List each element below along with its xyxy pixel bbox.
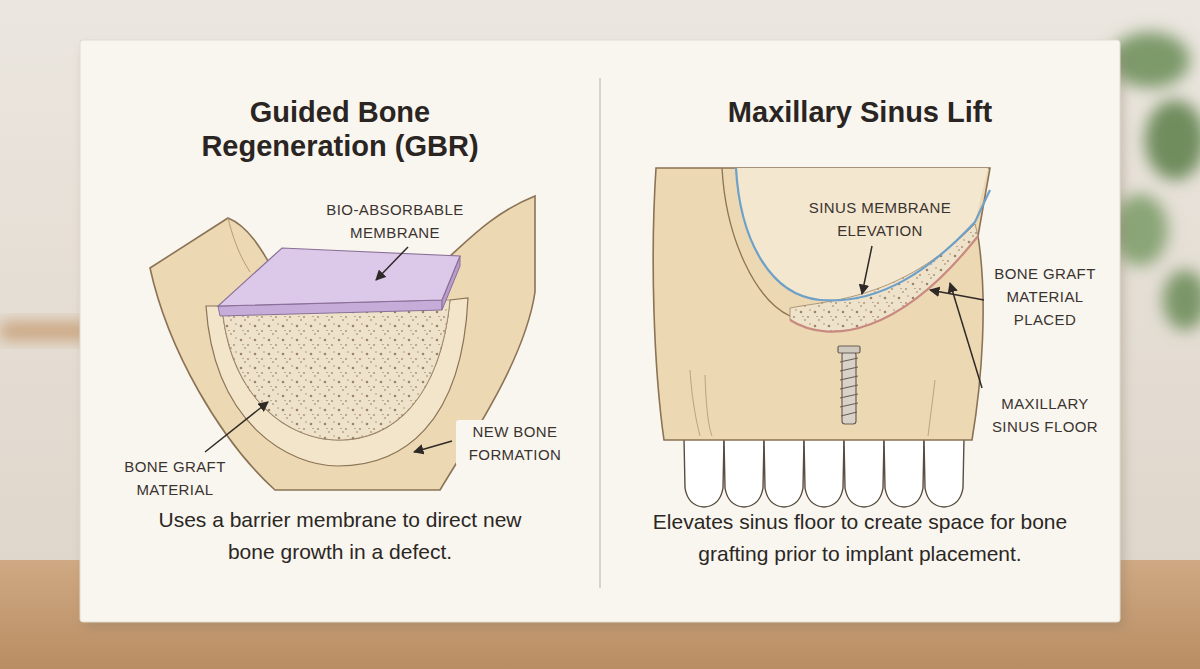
- leader-line: [376, 247, 408, 280]
- leader-line: [930, 290, 984, 300]
- maxilla-bone: [653, 168, 990, 440]
- part-label: BIO-ABSORBABLE MEMBRANE: [300, 198, 490, 244]
- tooth-root: [690, 370, 935, 436]
- part-label: MAXILLARY SINUS FLOOR: [978, 392, 1113, 438]
- implant: [838, 346, 860, 424]
- leaf-blur: [1163, 270, 1200, 330]
- tooth: [804, 438, 844, 507]
- tooth: [764, 438, 804, 507]
- tooth: [924, 438, 964, 507]
- bone-ridge: [228, 218, 250, 272]
- teeth: [684, 438, 964, 507]
- part-label: BONE GRAFT MATERIAL PLACED: [980, 262, 1110, 331]
- divider: [599, 78, 601, 588]
- sinus-illustration: [653, 168, 990, 507]
- tooth: [884, 438, 924, 507]
- tooth: [844, 438, 884, 507]
- panel-caption: Uses a barrier membrane to direct new bo…: [148, 504, 533, 568]
- part-label: SINUS MEMBRANE ELEVATION: [785, 196, 975, 242]
- leaf-blur: [1145, 100, 1200, 180]
- panel-caption: Elevates sinus floor to create space for…: [638, 506, 1083, 570]
- part-label: NEW BONE FORMATION: [456, 420, 574, 466]
- sinus-membrane-line: [736, 168, 990, 300]
- sinus-wall: [722, 168, 790, 316]
- tooth: [724, 438, 764, 507]
- leader-line: [414, 441, 452, 452]
- panel-heading: Maxillary Sinus Lift: [728, 95, 992, 129]
- bio-absorbable-membrane: [218, 248, 460, 306]
- leader-line: [862, 246, 872, 294]
- implant-cap: [838, 346, 860, 353]
- card: [80, 40, 1120, 622]
- bone-graft: [222, 300, 450, 440]
- sinus-bone-graft: [790, 224, 978, 332]
- leader-line: [950, 283, 982, 388]
- sinus-cavity: [736, 168, 988, 300]
- new-bone-band: [206, 298, 468, 466]
- shelf-blur: [0, 322, 90, 340]
- implant-thread: [840, 358, 858, 416]
- tooth: [684, 438, 724, 507]
- panel-heading: Guided Bone Regeneration (GBR): [170, 95, 510, 163]
- part-label: BONE GRAFT MATERIAL: [110, 455, 240, 501]
- panel: Maxillary Sinus LiftElevates sinus floor…: [615, 95, 1105, 570]
- leader-line: [205, 402, 268, 452]
